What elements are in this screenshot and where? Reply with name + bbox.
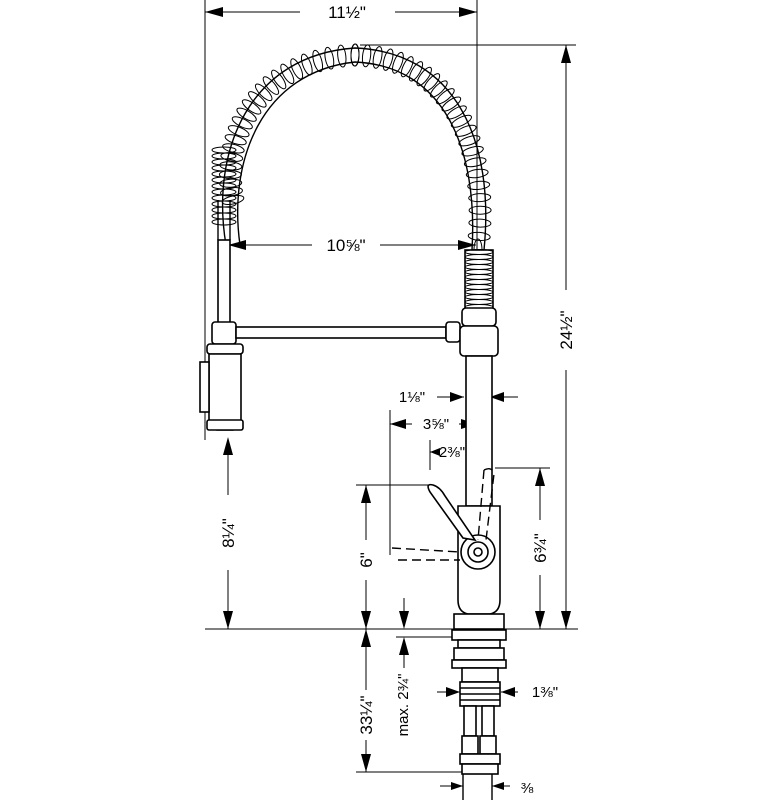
spring-coil — [408, 61, 424, 82]
spring-coil — [236, 107, 257, 122]
spring-coil — [372, 46, 383, 69]
spring-coil — [446, 105, 467, 120]
spring-coil — [441, 96, 462, 112]
spring-coil — [361, 44, 372, 68]
swivel-arm — [235, 321, 461, 343]
lower-spring — [464, 249, 494, 311]
spring-coil — [461, 145, 484, 157]
spring-coil — [468, 218, 492, 228]
spring-coil — [429, 80, 448, 98]
spring-coil — [227, 125, 250, 138]
spring-coil — [312, 49, 324, 73]
handle-reach-label: 3⅝" — [423, 416, 449, 433]
spring-coil — [382, 48, 394, 71]
spout-reach-label: 10⅝" — [326, 236, 365, 255]
spring-coil — [280, 63, 295, 85]
spring-coil — [463, 157, 487, 168]
spring-coil — [468, 193, 492, 203]
spray-head — [199, 321, 244, 431]
spring-coil — [262, 76, 280, 95]
spring-coil — [219, 178, 243, 188]
spring-coil — [211, 152, 237, 160]
overall-height-label: 24½" — [557, 310, 576, 349]
coil-spring — [211, 43, 492, 262]
under-deck — [451, 629, 507, 800]
spring-coil — [435, 88, 455, 105]
spring-coil — [290, 58, 304, 80]
spring-coil — [416, 66, 432, 87]
spring-coil — [248, 91, 267, 108]
faucet — [199, 43, 507, 800]
spring-coil — [450, 114, 472, 128]
spring-coil — [224, 134, 247, 146]
spring-coil — [400, 56, 414, 78]
handle-alternate-positions — [391, 467, 495, 561]
spring-coil — [350, 43, 360, 67]
dimension-labels: 11½" 10⅝" 24½" 1⅛" 3⅝" 2⅜" 8¼" 6" 6¾" 33… — [219, 3, 576, 797]
spring-coil — [423, 73, 441, 92]
supply-hose-length-label: 33¼" — [357, 695, 376, 734]
handle-height-label: 6" — [357, 552, 376, 568]
spring-coil — [324, 46, 335, 70]
body-height-label: 6¾" — [531, 533, 550, 563]
spring-coil — [211, 218, 237, 226]
dimension-lines — [204, 0, 578, 790]
spring-coil — [211, 212, 237, 220]
handle-offset-label: 2⅜" — [439, 444, 465, 461]
supply-connection-label: ⅜ — [521, 780, 534, 797]
shank-diameter-label: 1⅜" — [532, 684, 558, 701]
spring-coil — [465, 168, 489, 179]
spring-coil — [458, 135, 481, 147]
spray-head-height-label: 8¼" — [219, 518, 238, 548]
body-diameter-label: 1⅛" — [399, 389, 425, 406]
spring-coil — [467, 180, 491, 191]
overall-width-label: 11½" — [328, 3, 366, 22]
spring-coil — [254, 83, 273, 102]
spring-coil — [337, 44, 347, 68]
spring-coil — [231, 116, 253, 130]
spring-coil — [454, 124, 477, 137]
spring-coil — [467, 231, 491, 241]
spring-coil — [211, 206, 237, 214]
spring-coil — [392, 51, 404, 74]
spring-coil — [271, 69, 287, 90]
spring-coil — [241, 99, 262, 115]
spring-coil — [300, 53, 313, 76]
spring-coil — [468, 205, 492, 215]
spring-coil — [211, 164, 237, 172]
max-deck-thickness-label: max. 2¾" — [395, 674, 412, 737]
faucet-body — [427, 307, 505, 630]
